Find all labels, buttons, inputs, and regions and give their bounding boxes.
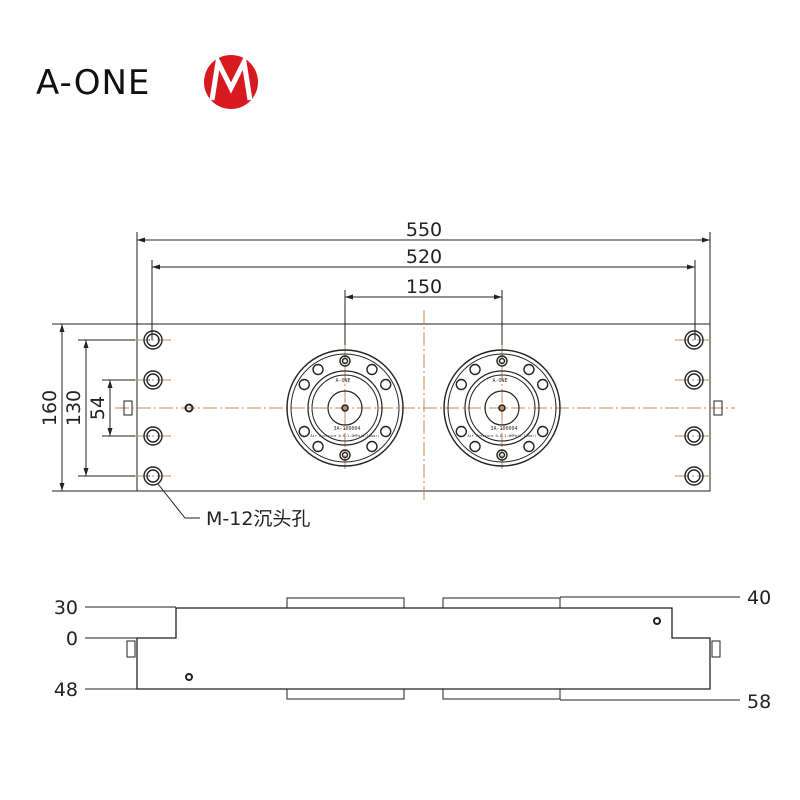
centerlines	[115, 310, 735, 500]
chuck-brand-label: A-ONE	[335, 378, 350, 384]
chuck-ring	[447, 353, 557, 463]
chuck-pin-hole	[498, 357, 506, 365]
brand-name: A-ONE	[36, 63, 150, 103]
chuck-side-bottom-2	[442, 688, 561, 700]
mounting-holes	[143, 330, 704, 486]
chuck-bolt-icon	[312, 363, 324, 376]
chuck-part-number: 3A-100004	[490, 426, 517, 432]
side-label-58: 58	[747, 691, 771, 713]
chuck-side-top-2	[442, 597, 561, 609]
dim-label-160: 160	[39, 390, 61, 426]
chuck-bolt-icon	[469, 440, 481, 453]
hole-callout-label: M-12沉头孔	[206, 508, 310, 530]
dim-label-520: 520	[406, 246, 442, 268]
chuck-bolt-icon	[496, 449, 508, 461]
chuck-side-top-1	[286, 597, 405, 609]
side-fitting-right	[711, 640, 721, 658]
chuck-bolt-icon	[298, 378, 310, 391]
chuck-center	[498, 404, 506, 412]
dim-label-550: 550	[406, 219, 442, 241]
chuck-ring	[464, 370, 540, 446]
brand-mark-m-icon	[209, 53, 253, 101]
air-fitting-left	[123, 400, 133, 416]
chuck-pin-hole	[498, 451, 506, 459]
side-hole	[653, 617, 661, 625]
chuck-center	[341, 404, 349, 412]
chuck-ring	[311, 374, 379, 442]
chuck-bolt-icon	[298, 425, 310, 438]
side-label-0: 0	[66, 628, 78, 650]
side-body-outline	[136, 607, 711, 690]
hole-callout-leader	[157, 483, 200, 519]
side-hole	[185, 673, 193, 681]
chuck-bolt-icon	[339, 449, 351, 461]
chuck-pressure-label: Air Pressure 0.6-1.0MPa(6-10bar)	[467, 434, 536, 438]
chuck-bolt-icon	[523, 440, 535, 453]
chuck-spigot	[327, 390, 363, 426]
chuck-ring	[290, 353, 400, 463]
dim-label-150: 150	[406, 276, 442, 298]
chuck-bolt-icon	[455, 378, 467, 391]
chuck-bolt-icon	[537, 378, 549, 391]
chuck-bolt-icon	[537, 425, 549, 438]
chuck-ring	[307, 370, 383, 446]
chuck-bolt-icon	[366, 440, 378, 453]
top-view	[52, 232, 735, 519]
chuck-side-bottom-1	[286, 688, 405, 700]
chuck-bolt-icon	[380, 425, 392, 438]
chuck-ring	[468, 374, 536, 442]
brand-logo: A-ONE	[36, 53, 258, 109]
side-label-48: 48	[54, 679, 78, 701]
chuck-bolt-icon	[339, 355, 351, 367]
chuck-pressure-label: Air Pressure 0.6-1.0MPa(6-10bar)	[310, 434, 379, 438]
dimension-arrows	[59, 237, 710, 491]
chuck-part-number: 3A-100004	[333, 426, 360, 432]
chuck-outer-ring	[443, 349, 561, 467]
dim-label-130: 130	[63, 390, 85, 426]
chuck-outer-ring	[286, 349, 404, 467]
chuck-bolt-icon	[469, 363, 481, 376]
chuck-bolt-icon	[455, 425, 467, 438]
dim-label-54: 54	[87, 396, 109, 420]
side-label-40: 40	[747, 587, 771, 609]
chuck-bolt-icon	[380, 378, 392, 391]
chuck-brand-label: A-ONE	[492, 378, 507, 384]
chuck-bolt-icon	[496, 355, 508, 367]
chuck-spigot	[484, 390, 520, 426]
brand-mark-icon	[204, 55, 258, 109]
air-fitting-right	[713, 400, 723, 416]
chuck-bolt-icon	[523, 363, 535, 376]
side-fitting-left	[126, 640, 136, 658]
side-view	[85, 596, 740, 701]
chuck-pin-hole	[341, 357, 349, 365]
chuck-bolt-icon	[366, 363, 378, 376]
chuck-pin-hole	[341, 451, 349, 459]
chuck-bolt-icon	[312, 440, 324, 453]
side-label-30: 30	[54, 597, 78, 619]
